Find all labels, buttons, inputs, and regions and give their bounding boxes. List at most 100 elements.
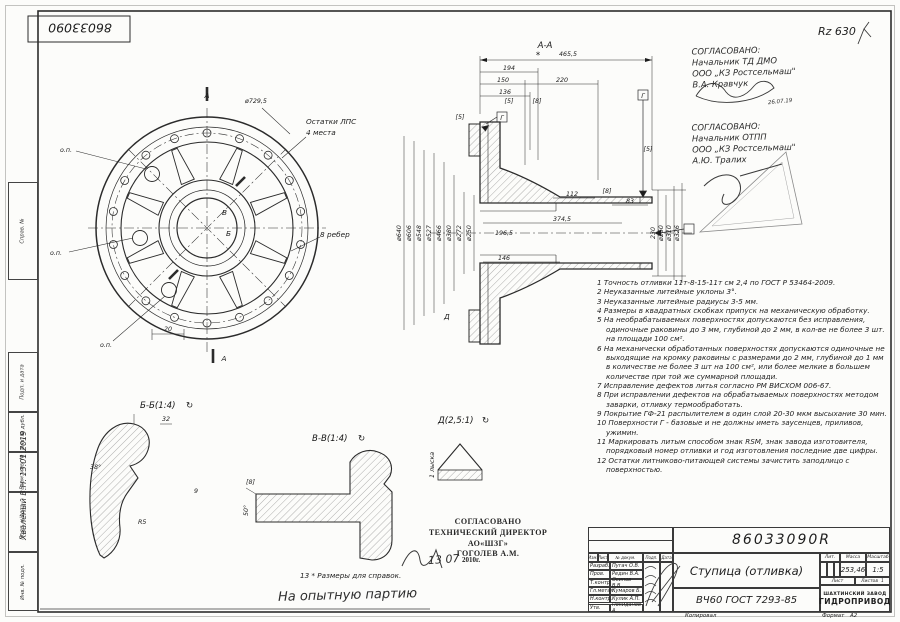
name-tkontr: Осипов В.В. [610,577,643,589]
dim-br-5a: [5] [505,98,514,105]
margin-box-vzam-inv: Взам. инв. № [8,452,38,492]
dim-194: 194 [503,65,515,72]
name-nkontr: Кулик А.П. [610,595,643,604]
revision-row-2 [588,540,673,553]
margin-box-podp-1: Подп. и дата [8,352,38,412]
role-nkontr: Н.контр. [588,595,613,604]
bolt-hole [170,312,179,322]
surface-roughness: Rz 630 [818,25,856,38]
dim-bb-32: 32 [162,416,170,423]
sheet-label: Лист [820,577,855,585]
dim-dia-250: ø250 [466,225,473,242]
dim-dia-250r: ø250 [658,225,665,242]
note-2: 2 Неуказанные литейные уклоны 3°. [597,287,738,297]
dim-bb-r5: R5 [138,519,146,526]
dim-dia-640: ø640 [396,225,403,242]
mass-header: Масса [840,553,866,562]
rib [219,270,243,309]
detail-views [89,414,483,561]
rib [126,240,165,264]
section-mark-a-bottom: А [221,354,227,363]
dim-196-5: 196,5 [495,230,513,237]
stamp-date-year: 2010г. [462,556,481,564]
dim-dia-548: ø548 [416,225,423,242]
document-number: 86033090R [673,527,890,553]
signatures [40,21,872,610]
section-title: А-А [537,41,553,51]
bolt-hole [296,207,306,216]
note-1: 1 Точность отливки 11т-8-15-11т см 2,4 п… [597,278,836,287]
dim-dia-527: ø527 [426,225,433,242]
handwritten-batch-note: На опытную партию [277,586,418,605]
note-6: 6 На механически обработанных поверхност… [597,343,885,381]
dim-outer-dia: ø729,5 [244,98,267,105]
label-lps-1: Остатки ЛПС [306,117,357,126]
note-13: 13 * Размеры для справок. [300,571,402,580]
technical-notes: 1 Точность отливки 11т-8-15-11т см 2,4 п… [597,278,888,475]
dim-dia-272: ø272 [456,225,463,242]
note-10: 10 Поверхности Г - базовые и не должны и… [597,418,864,437]
dim-vv-8: [8] [246,479,255,486]
mass-value: 253,46 [840,562,866,577]
label-ribs: 8 ребер [320,230,350,239]
dim-146: 146 [498,255,510,262]
rib [171,270,195,309]
role-prov: Пров. [588,570,610,579]
format-label: Формат [822,613,845,619]
dimension-labels: А А В Б ø729,5 Остатки ЛПС 4 места 8 реб… [50,41,681,526]
note-5: 5 На необрабатываемых поверхностях допус… [597,315,885,344]
stamp-date-handwritten: 13 07 [427,551,460,568]
datum-g-2: Г [500,115,504,122]
dim-bb-9: 9 [194,488,198,495]
section-mark-v: В [222,208,227,217]
bolt-hole [120,176,130,185]
dim-136: 136 [499,89,511,96]
label-op-1: о.п. [60,147,72,154]
name-glmetal: Кумаров Б. [610,586,643,596]
note-12: 12 Остатки литниково-питающей системы за… [597,455,850,475]
rib [219,147,243,186]
dim-bb-38deg: 38° [90,463,101,471]
sheets-value: 1 [880,578,884,584]
front-view [68,87,326,363]
dim-vv-50deg: 50° [242,505,250,516]
mirrored-stamp-number: 86033090 [48,20,112,36]
dim-230: 230 [650,227,657,239]
name-razrab: Пугач О.В. [610,562,643,571]
hdr-data: Дата [660,553,673,562]
format-value: А2 [850,613,858,619]
bolt-hole [109,240,118,249]
dim-20: 20 [164,326,172,333]
note-4: 4 Размеры в квадратных скобках припуск н… [597,306,870,316]
approval-block-2: СОГЛАСОВАНО: Начальник ОТПП ООО „КЗ Рост… [691,118,882,167]
bolt-hole [109,207,118,216]
sheet-frame [5,5,895,617]
director-approval-stamp: СОГЛАСОВАНО ТЕХНИЧЕСКИЙ ДИРЕКТОР АО«ШЗГ»… [404,517,572,560]
stamp-line: ТЕХНИЧЕСКИЙ ДИРЕКТОР [428,527,548,537]
hdr-docnum: № докум. [608,553,643,562]
company-name-top: ШАХТИНСКИЙ ЗАВОД [823,591,887,597]
section-mark-a-top: А [204,91,210,100]
dim-112: 112 [566,191,578,198]
part-title: Ступица (отливка) [673,553,820,588]
stamp-line: АО«ШЗГ» [467,538,509,548]
lit-cell-3 [834,562,840,577]
datum-g-1: Г [641,93,645,100]
bolt-hole [284,176,294,185]
bolt-hole [263,296,273,306]
stamp-line: СОГЛАСОВАНО [454,517,522,526]
lit-cell-2 [827,562,834,577]
rotated-view-icon: ↻ [482,416,489,426]
margin-box-podp-2: Подп. и дата [8,492,38,552]
dim-dia-606: ø606 [406,225,413,242]
note-11: 11 Маркировать литым способом знак RSM, … [597,437,878,456]
hdr-podp: Подп. [643,553,660,562]
rotated-view-icon: ↻ [358,434,365,444]
label-op-2: о.п. [50,250,62,257]
bolt-hole [296,240,306,249]
bolt-hole [235,134,244,144]
rib [249,192,288,216]
rib [249,240,288,264]
dim-374-5: 374,5 [553,216,571,223]
